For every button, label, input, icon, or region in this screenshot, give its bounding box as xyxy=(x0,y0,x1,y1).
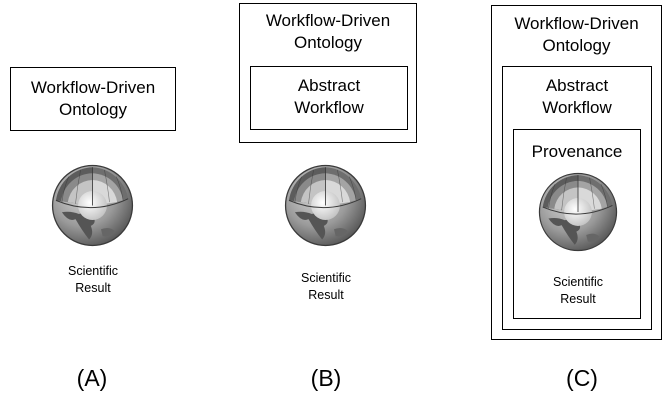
scientific-result-label-a: Scientific Result xyxy=(67,264,119,295)
panel-label-a: (A) xyxy=(76,365,108,391)
panel-label-b: (B) xyxy=(310,365,342,391)
scientific-result-label-c: Scientific Result xyxy=(552,275,604,306)
abstract-workflow-label-c: Abstract Workflow xyxy=(542,76,612,117)
abstract-workflow-label-b: Abstract Workflow xyxy=(294,76,364,117)
scientific-result-globe-icon-c xyxy=(537,171,619,253)
provenance-label-c: Provenance xyxy=(531,142,623,161)
scientific-result-globe-icon-b xyxy=(283,163,368,248)
abstract-workflow-box-b xyxy=(250,66,408,130)
ontology-label-a: Workflow-Driven Ontology xyxy=(30,78,156,119)
scientific-result-label-b: Scientific Result xyxy=(300,271,352,302)
ontology-box-a xyxy=(10,67,176,131)
ontology-label-b: Workflow-Driven Ontology xyxy=(265,11,391,52)
panel-label-c: (C) xyxy=(566,365,598,391)
ontology-label-c: Workflow-Driven Ontology xyxy=(514,14,639,55)
scientific-result-globe-icon-a xyxy=(50,163,135,248)
